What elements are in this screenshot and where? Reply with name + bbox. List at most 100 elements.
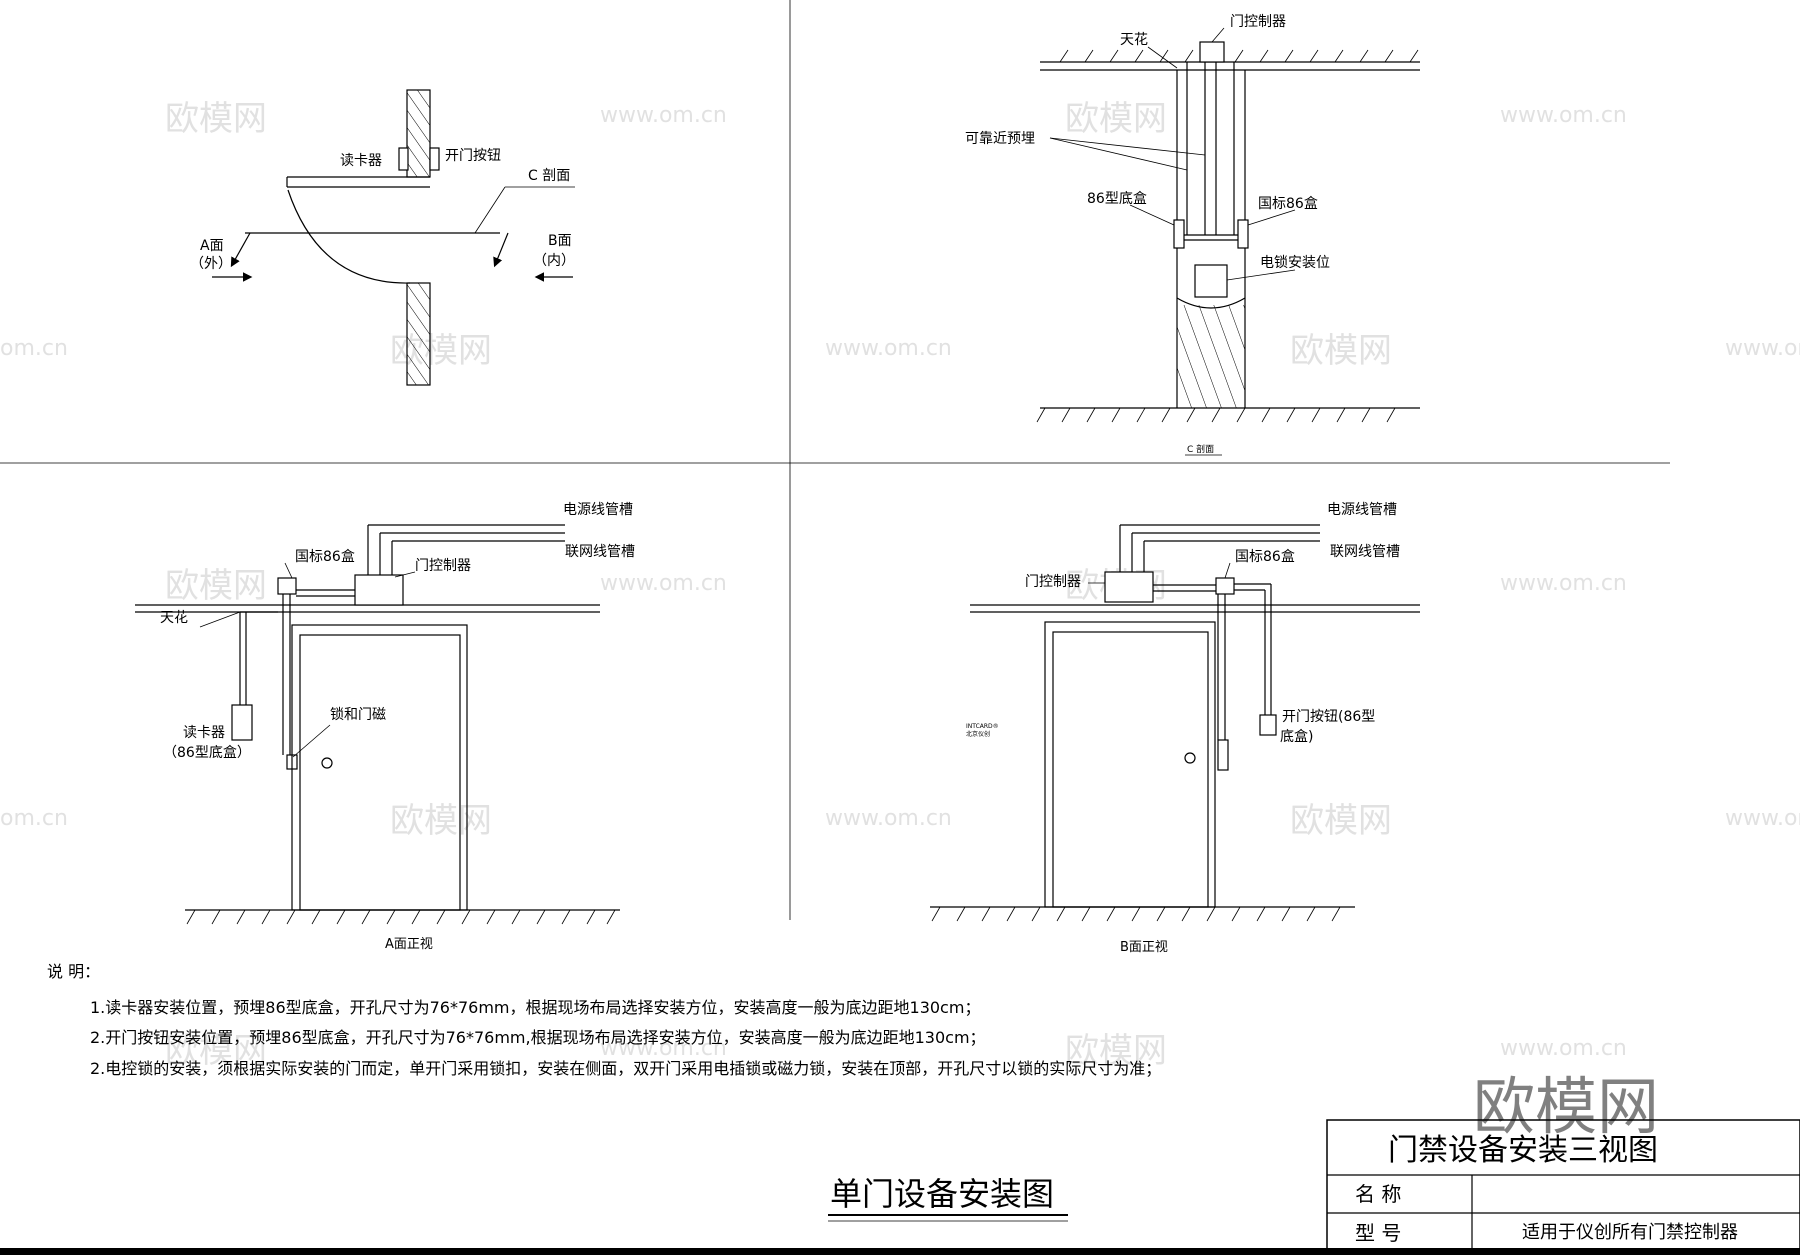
label-box86-type: 86型底盒 xyxy=(1087,190,1147,207)
watermark: www.om.cn xyxy=(1500,103,1627,128)
strike-box xyxy=(1217,739,1229,771)
watermark: 欧模网 xyxy=(165,99,267,139)
watermark: www.om.cn xyxy=(825,336,952,361)
label-controller: 门控制器 xyxy=(1025,574,1081,590)
label-network-duct: 联网线管槽 xyxy=(1330,544,1400,560)
section-arrow-a xyxy=(230,232,251,268)
watermark: www.om.cn xyxy=(1725,336,1800,361)
watermark: 欧模网 xyxy=(165,1031,267,1071)
bottom-border xyxy=(0,1248,1800,1255)
label-gb86: 国标86盒 xyxy=(1235,548,1295,565)
label-open-button: 开门按钮(86型 xyxy=(1282,709,1375,725)
watermark: 欧模网 xyxy=(165,566,267,606)
door-knob xyxy=(321,757,333,769)
label-lock-pos: 电锁安装位 xyxy=(1260,255,1330,271)
label-power-duct: 电源线管槽 xyxy=(1327,502,1397,518)
label-open-button: 开门按钮 xyxy=(445,148,501,164)
door-swing-arc xyxy=(287,189,411,284)
watermark: 欧模网 xyxy=(1290,331,1392,371)
controller-box xyxy=(1199,41,1225,63)
watermark: om.cn xyxy=(0,806,68,831)
title-block: 门禁设备安装三视图 名 称 型 号 适用于仪创所有门禁控制器 xyxy=(1326,1119,1800,1255)
note-item: 2.开门按钮安装位置，预埋86型底盒，开孔尺寸为76*76mm,根据现场布局选择… xyxy=(90,1028,986,1047)
brand-mark-1: INTCARD® xyxy=(966,723,999,730)
floor-hatch xyxy=(186,909,616,925)
watermark: 欧模网 xyxy=(1065,1031,1167,1071)
wall-hatch-lower xyxy=(1177,305,1245,408)
label-card-reader: 读卡器 xyxy=(340,152,382,169)
title-block-heading: 门禁设备安装三视图 xyxy=(1388,1133,1658,1168)
caption-a-front: A面正视 xyxy=(385,937,433,952)
card-reader-box xyxy=(398,147,409,171)
label-section-c: C 剖面 xyxy=(528,168,570,184)
label-reader: 读卡器 xyxy=(183,724,225,741)
card-reader-box xyxy=(231,704,253,741)
watermarks: 欧模网 www.om.cn 欧模网 www.om.cn om.cn 欧模网 ww… xyxy=(0,99,1800,1071)
model-label: 型 号 xyxy=(1355,1221,1401,1245)
open-button-box xyxy=(1259,714,1277,736)
a-front-view: 电源线管槽 联网线管槽 国标86盒 门控制器 天花 锁和门磁 读卡器 （86型底… xyxy=(135,502,635,952)
label-network-duct: 联网线管槽 xyxy=(565,544,635,560)
label-face-b-sub: （内） xyxy=(533,253,575,269)
ceiling-hatch xyxy=(1059,49,1419,63)
plan-view: 读卡器 开门按钮 C 剖面 A面 （外） B面 （内） xyxy=(190,89,575,386)
wall-section-lower xyxy=(406,282,431,386)
caption-b-front: B面正视 xyxy=(1120,940,1168,955)
brand-logo: 欧模网 xyxy=(1473,1070,1659,1143)
watermark: www.om.cn xyxy=(1500,571,1627,596)
b-front-view: 电源线管槽 联网线管槽 国标86盒 门控制器 开门按钮(86型 底盒) INTC… xyxy=(930,502,1420,955)
door-leaf xyxy=(1052,631,1209,908)
label-gb86: 国标86盒 xyxy=(295,548,355,565)
model-value: 适用于仪创所有门禁控制器 xyxy=(1522,1222,1738,1243)
box86-left xyxy=(1173,219,1185,249)
brand-mark-2: 北京仪创 xyxy=(966,730,990,738)
controller-box xyxy=(1104,571,1154,603)
label-reader-box: （86型底盒） xyxy=(163,744,251,761)
watermark: www.om.cn xyxy=(600,571,727,596)
label-controller: 门控制器 xyxy=(415,558,471,574)
watermark: om.cn xyxy=(0,336,68,361)
watermark: www.om.cn xyxy=(1725,806,1800,831)
label-ceiling: 天花 xyxy=(1120,32,1148,48)
watermark: 欧模网 xyxy=(1290,801,1392,841)
door-frame-outer xyxy=(1044,621,1216,908)
label-ceiling: 天花 xyxy=(160,610,188,626)
label-embed-near: 可靠近预埋 xyxy=(965,131,1035,147)
section-arrow-b xyxy=(493,232,509,268)
c-section-view: 天花 门控制器 可靠近预埋 86型底盒 国标86盒 电锁安装位 C 剖面 xyxy=(965,14,1420,456)
floor-hatch xyxy=(1036,407,1396,423)
label-open-button-box: 底盒) xyxy=(1280,728,1313,745)
caption-c-section: C 剖面 xyxy=(1187,443,1214,455)
label-face-b: B面 xyxy=(548,233,572,249)
label-gb86: 国标86盒 xyxy=(1258,195,1318,212)
main-title: 单门设备安装图 xyxy=(830,1175,1054,1213)
door-knob xyxy=(1184,752,1196,764)
watermark: www.om.cn xyxy=(600,103,727,128)
watermark: 欧模网 xyxy=(390,801,492,841)
notes: 说 明： 1.读卡器安装位置，预埋86型底盒，开孔尺寸为76*76mm，根据现场… xyxy=(47,962,1161,1078)
gb86-box xyxy=(1215,577,1235,595)
wall-section-upper xyxy=(406,89,431,178)
label-face-a: A面 xyxy=(200,238,224,254)
label-power-duct: 电源线管槽 xyxy=(563,502,633,518)
watermark: 欧模网 xyxy=(390,331,492,371)
watermark: www.om.cn xyxy=(825,806,952,831)
note-item: 1.读卡器安装位置，预埋86型底盒，开孔尺寸为76*76mm，根据现场布局选择安… xyxy=(90,998,980,1017)
watermark: 欧模网 xyxy=(1065,99,1167,139)
label-lock-mag: 锁和门磁 xyxy=(330,707,386,723)
controller-box xyxy=(354,574,404,606)
lock-install-box xyxy=(1194,264,1228,298)
open-button-box xyxy=(429,147,440,171)
watermark: www.om.cn xyxy=(600,1036,727,1061)
door-leaf xyxy=(299,634,461,911)
door-frame-outer xyxy=(291,624,468,911)
watermark: www.om.cn xyxy=(1500,1036,1627,1061)
name-label: 名 称 xyxy=(1355,1182,1401,1206)
section-c-leader xyxy=(474,186,506,234)
gb86-right xyxy=(1237,219,1249,249)
gb86-box xyxy=(277,577,297,595)
notes-title: 说 明： xyxy=(47,962,100,981)
note-item: 2.电控锁的安装，须根据实际安装的门而定，单开门采用锁扣，安装在侧面，双开门采用… xyxy=(90,1059,1161,1078)
label-controller: 门控制器 xyxy=(1230,14,1286,30)
